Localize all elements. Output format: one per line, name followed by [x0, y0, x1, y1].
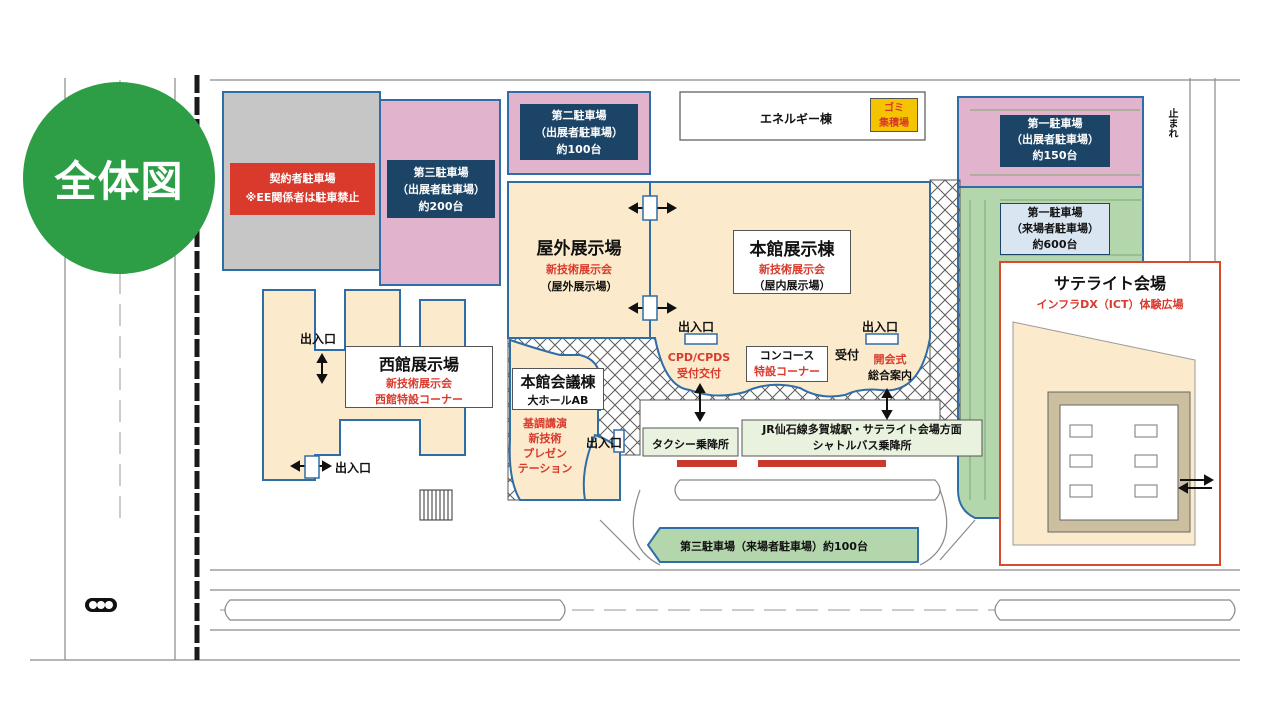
parking2-exhibitor-label: 第二駐車場 （出展者駐車場） 約100台 [520, 104, 638, 160]
opening-line2: 総合案内 [868, 369, 912, 382]
outdoor-exhibit-sub: 新技術展示会 [546, 263, 612, 276]
conference-title: 本館会議棟 [520, 373, 596, 391]
west-exhibit-title: 西館展示場 [378, 355, 459, 374]
garbage-line2: 集積場 [879, 118, 909, 129]
concourse-label: コンコース 特設コーナー [746, 346, 828, 382]
satellite-sub: インフラDX（ICT）体験広場 [1036, 298, 1184, 311]
opening-line1: 開会式 [873, 353, 907, 366]
concourse-line2: 特設コーナー [754, 365, 820, 378]
main-exhibit-label: 本館展示棟 新技術展示会 （屋内展示場） [733, 230, 851, 294]
overview-badge-label: 全体図 [54, 156, 184, 206]
conference-program-3: プレゼン [523, 447, 567, 460]
entrance-main-right: 出入口 [862, 320, 899, 334]
outdoor-exhibit-detail: （屋外展示場） [540, 280, 618, 293]
shuttle-line2: シャトルバス乗降所 [812, 439, 912, 452]
traffic-signal-icon [85, 598, 117, 612]
parking1-exhibitor-line2: （出展者駐車場） [1011, 133, 1099, 146]
parking-stalls [969, 109, 1143, 500]
west-exhibit-sub2: 西館特設コーナー [375, 393, 463, 406]
entrance-west-top: 出入口 [300, 332, 337, 346]
shuttle-curb [758, 460, 886, 467]
conference-label: 本館会議棟 大ホールAB [512, 368, 604, 410]
parking3-exhibitor-line3: 約200台 [418, 200, 464, 213]
satellite-booths [1069, 424, 1158, 498]
parking3-exhibitor-line1: 第三駐車場 [413, 166, 469, 179]
parking2-exhibitor-line3: 約100台 [556, 143, 602, 156]
west-exhibit-sub1: 新技術展示会 [386, 377, 452, 390]
overview-badge: 全体図 [23, 82, 215, 274]
outdoor-exhibit-title: 屋外展示場 [536, 239, 622, 259]
conference-program-4: テーション [517, 462, 573, 475]
entrance-west-bottom: 出入口 [335, 461, 372, 475]
stairs [419, 489, 453, 521]
parking3-visitor-area [646, 527, 919, 563]
energy-building-label: エネルギー棟 [760, 112, 833, 126]
stop-sign-label: 止まれ [1166, 108, 1177, 138]
opening-label: 開会式 総合案内 [860, 352, 920, 384]
cpd-line2: 受付交付 [677, 367, 721, 380]
parking3-exhibitor-line2: （出展者駐車場） [397, 183, 485, 196]
satellite-label: サテライト会場 インフラDX（ICT）体験広場 [1015, 270, 1205, 312]
main-exhibit-sub: 新技術展示会 [759, 263, 825, 276]
concourse-line1: コンコース [759, 349, 815, 362]
taxi-stop-box [642, 427, 739, 457]
parking3-exhibitor-label: 第三駐車場 （出展者駐車場） 約200台 [387, 160, 495, 218]
taxi-stop-label: タクシー乗降所 [652, 438, 729, 451]
garbage-line1: ゴミ [884, 103, 904, 114]
entrance-conference: 出入口 [586, 436, 623, 450]
parking1-exhibitor-area [957, 96, 1144, 188]
parking1-exhibitor-line3: 約150台 [1032, 149, 1078, 162]
road-lines [30, 78, 1240, 661]
main-exhibit-detail: （屋内展示場） [753, 279, 831, 292]
parking3-visitor-label: 第三駐車場（来場者駐車場）約100台 [680, 540, 868, 553]
conference-program: 基調講演 新技術 プレゼン テーション [512, 416, 578, 476]
parking2-exhibitor-line2: （出展者駐車場） [535, 126, 623, 139]
satellite-title: サテライト会場 [1053, 274, 1166, 293]
cpd-label: CPD/CPDS 受付交付 [658, 350, 740, 382]
conference-sub: 大ホールAB [527, 394, 589, 407]
shuttle-line1: JR仙石線多賀城駅・サテライト会場方面 [762, 423, 962, 436]
main-exhibit-title: 本館展示棟 [749, 240, 835, 260]
parking1-exhibitor-line1: 第一駐車場 [1027, 117, 1083, 130]
west-exhibit-label: 西館展示場 新技術展示会 西館特設コーナー [345, 346, 493, 408]
contractor-parking-note: ※EE関係者は駐車禁止 [245, 191, 360, 204]
parking1-visitor-line1: 第一駐車場 [1027, 206, 1083, 219]
reception-label: 受付 [835, 348, 860, 362]
contractor-parking-title: 契約者駐車場 [269, 172, 336, 185]
parking1-exhibitor-label: 第一駐車場 （出展者駐車場） 約150台 [1000, 115, 1110, 167]
taxi-curb [677, 460, 737, 467]
outdoor-exhibit-label: 屋外展示場 新技術展示会 （屋外展示場） [520, 234, 638, 294]
parking1-visitor-line3: 約600台 [1032, 238, 1078, 251]
parking2-exhibitor-line1: 第二駐車場 [551, 109, 607, 122]
parking1-visitor-label: 第一駐車場 （来場者駐車場） 約600台 [1000, 203, 1110, 255]
contractor-parking-label: 契約者駐車場 ※EE関係者は駐車禁止 [230, 163, 375, 215]
parking1-visitor-line2: （来場者駐車場） [1011, 222, 1099, 235]
cpd-line1: CPD/CPDS [667, 351, 731, 364]
shuttle-stop-label: JR仙石線多賀城駅・サテライト会場方面 シャトルバス乗降所 [742, 422, 982, 454]
conference-program-1: 基調講演 [523, 417, 567, 430]
conference-program-2: 新技術 [528, 432, 562, 445]
shuttle-stop-box [741, 419, 983, 457]
entrance-main-left: 出入口 [678, 320, 715, 334]
garbage-label: ゴミ 集積場 [870, 98, 918, 132]
